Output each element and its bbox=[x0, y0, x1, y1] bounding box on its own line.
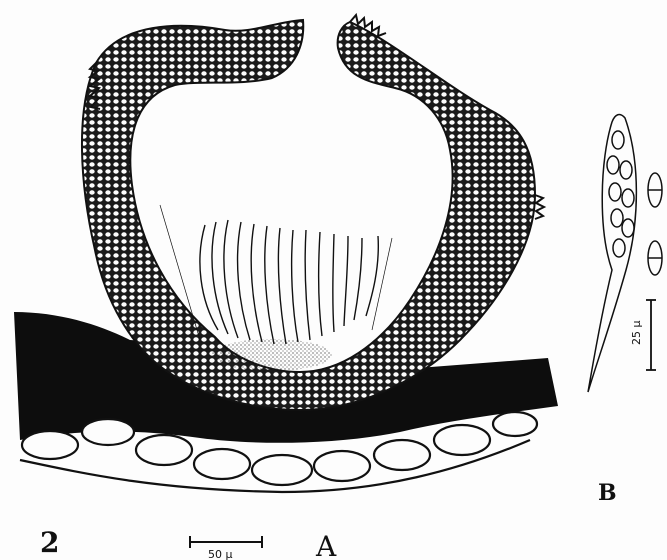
scale-a-label: 50 μ bbox=[208, 548, 233, 560]
label-a: A bbox=[315, 530, 337, 560]
scale-bar-b bbox=[646, 300, 656, 370]
asci-cluster bbox=[160, 205, 392, 344]
scale-bar-a bbox=[190, 536, 262, 548]
figure-number: 2 bbox=[40, 526, 59, 559]
hymenium-base bbox=[212, 339, 332, 371]
scale-b-label: 25 μ bbox=[630, 321, 643, 346]
label-b: B bbox=[598, 480, 617, 506]
